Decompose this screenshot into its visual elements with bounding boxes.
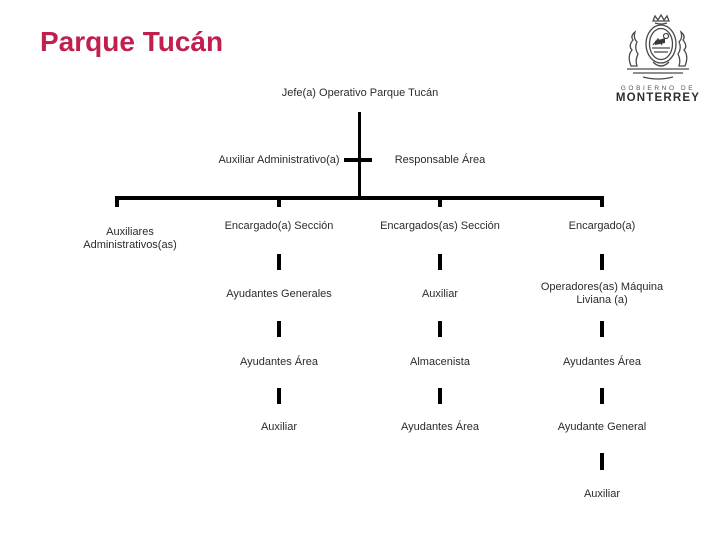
org-node-col3-l4: Ayudante General	[557, 421, 647, 433]
org-node-col3-l2: Operadores(as) Máquina Liviana (a)	[540, 281, 664, 306]
org-node-col2-l1: Encargados(as) Sección	[380, 220, 500, 232]
org-node-col1-l4: Auxiliar	[260, 421, 298, 433]
org-node-col3-l3: Ayudantes Área	[562, 356, 642, 368]
connector-tick	[438, 321, 442, 337]
org-node-col1-l2: Ayudantes Generales	[226, 288, 332, 300]
connector-tick	[600, 321, 604, 337]
connector-drop-col2	[438, 196, 442, 207]
org-node-left-branch: Auxiliares Administrativos(as)	[83, 226, 177, 251]
monterrey-logo: GOBIERNO DE MONTERREY	[606, 12, 710, 104]
org-node-col3-l5: Auxiliar	[583, 488, 621, 500]
connector-tick	[277, 254, 281, 270]
connector-horizontal-bar	[115, 196, 604, 200]
org-node-col3-l1: Encargado(a)	[568, 220, 636, 232]
connector-tick	[438, 254, 442, 270]
org-node-col2-l3: Almacenista	[410, 356, 470, 368]
connector-tick	[277, 388, 281, 404]
connector-tick	[600, 254, 604, 270]
connector-staff-tick	[344, 158, 372, 162]
page-title: Parque Tucán	[40, 26, 224, 57]
org-node-col1-l3: Ayudantes Área	[239, 356, 319, 368]
connector-drop-left-branch	[115, 196, 119, 207]
org-node-col2-l2: Auxiliar	[421, 288, 459, 300]
org-node-root: Jefe(a) Operativo Parque Tucán	[281, 87, 439, 99]
org-node-staff-right: Responsable Área	[394, 154, 486, 166]
logo-text-gobierno: GOBIERNO DE	[620, 85, 696, 92]
connector-tick	[600, 388, 604, 404]
connector-tick	[600, 453, 604, 470]
connector-drop-col3	[600, 196, 604, 207]
connector-tick	[438, 388, 442, 404]
org-node-col2-l4: Ayudantes Área	[400, 421, 480, 433]
org-node-staff-left: Auxiliar Administrativo(a)	[218, 154, 340, 166]
coat-of-arms-icon	[627, 13, 689, 80]
connector-root-vertical	[358, 112, 361, 197]
org-node-col1-l1: Encargado(a) Sección	[224, 220, 334, 232]
logo-text-monterrey: MONTERREY	[615, 92, 701, 104]
connector-drop-col1	[277, 196, 281, 207]
connector-tick	[277, 321, 281, 337]
